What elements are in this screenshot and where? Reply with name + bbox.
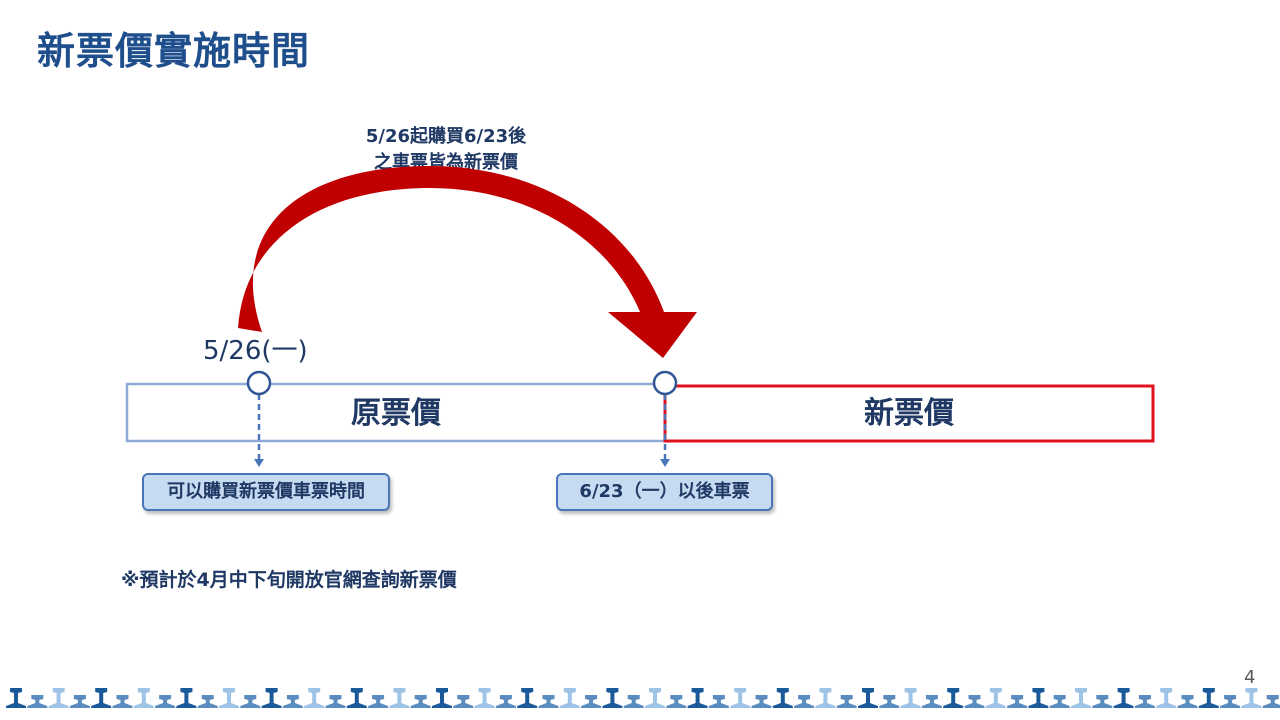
rail-icon	[1198, 688, 1219, 708]
rail-icon	[602, 688, 623, 708]
timeline-marker-start	[246, 370, 272, 396]
rail-icon	[1071, 688, 1091, 708]
rail-icon	[1262, 695, 1280, 708]
timeline-marker-new-price	[652, 370, 678, 396]
rail-icon	[346, 688, 367, 708]
rail-icon	[751, 695, 772, 708]
callout-ticket-date: 6/23（一）以後車票	[556, 473, 773, 511]
rail-icon	[815, 688, 836, 708]
rail-icon	[730, 688, 751, 708]
page-title: 新票價實施時間	[37, 29, 311, 73]
rail-icon	[538, 695, 559, 708]
rail-icon	[708, 695, 729, 708]
curved-arrow-icon	[238, 166, 697, 358]
rail-icon	[900, 688, 921, 708]
rail-icon	[1134, 695, 1155, 708]
rail-icon	[219, 688, 239, 708]
arrow-annotation-line-1: 5/26起購買6/23後	[365, 126, 527, 147]
rail-icon	[368, 695, 389, 708]
rail-icon	[1113, 688, 1134, 708]
connector-arrowhead-left-icon	[254, 459, 264, 467]
rail-icon	[155, 695, 176, 708]
rail-icon	[389, 688, 410, 708]
rail-icon	[432, 688, 452, 708]
rail-icon	[1156, 688, 1177, 708]
rail-icon	[1049, 695, 1070, 708]
rail-icon	[943, 688, 964, 708]
rail-icon	[858, 688, 878, 708]
rail-pattern-footer	[6, 688, 1280, 708]
rail-icon	[879, 695, 900, 708]
rail-icon	[91, 688, 112, 708]
rail-icon	[772, 688, 793, 708]
page-number: 4	[1244, 667, 1256, 688]
rail-icon	[240, 695, 261, 708]
rail-icon	[687, 688, 708, 708]
rail-icon	[1177, 695, 1198, 708]
rail-icon	[794, 695, 815, 708]
rail-icon	[645, 688, 665, 708]
rail-icon	[176, 688, 197, 708]
rail-icon	[112, 695, 133, 708]
callout-purchase-period: 可以購買新票價車票時間	[142, 473, 390, 511]
rail-icon	[325, 695, 346, 708]
rail-icon	[559, 688, 580, 708]
new-price-box	[663, 384, 1155, 443]
rail-icon	[261, 688, 282, 708]
rail-icon	[964, 695, 985, 708]
rail-icon	[623, 695, 644, 708]
rail-icon	[6, 688, 26, 708]
rail-icon	[1220, 695, 1241, 708]
connector-arrowhead-right-icon	[660, 459, 670, 467]
rail-icon	[410, 695, 431, 708]
rail-icon	[133, 688, 154, 708]
rail-icon	[517, 688, 538, 708]
footnote: ※預計於4月中下旬開放官網查詢新票價	[121, 569, 457, 591]
rail-icon	[48, 688, 69, 708]
rail-icon	[666, 695, 687, 708]
rail-icon	[453, 695, 474, 708]
rail-icon	[985, 688, 1006, 708]
rail-icon	[304, 688, 325, 708]
new-price-label: 新票價	[864, 396, 954, 431]
old-price-label: 原票價	[351, 396, 441, 431]
rail-icon	[495, 695, 516, 708]
rail-icon	[921, 695, 942, 708]
rail-icon	[1028, 688, 1049, 708]
rail-icon	[197, 695, 218, 708]
rail-icon	[836, 695, 857, 708]
rail-icon	[474, 688, 495, 708]
old-price-box	[125, 382, 667, 443]
rail-icon	[27, 695, 48, 708]
rail-icon	[581, 695, 602, 708]
rail-icon	[282, 695, 303, 708]
rail-icon	[1092, 695, 1113, 708]
start-date-label: 5/26(一)	[203, 336, 308, 366]
rail-icon	[1241, 688, 1262, 708]
rail-icon	[69, 695, 90, 708]
rail-icon	[1007, 695, 1028, 708]
